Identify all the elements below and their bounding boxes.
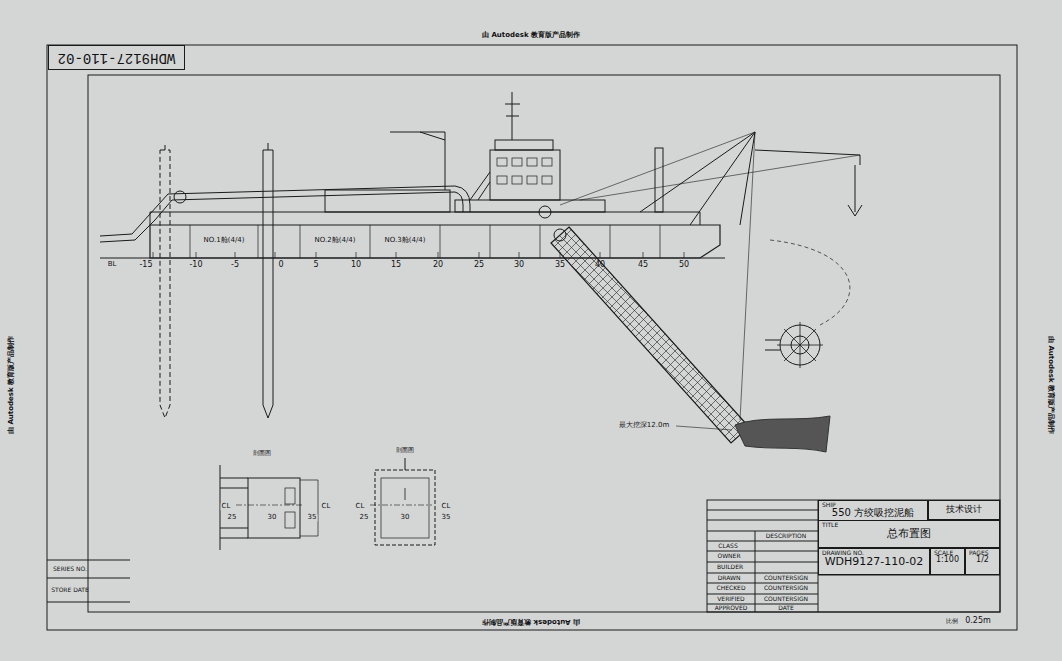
field-name: SERIES NO. <box>53 566 87 572</box>
watermark: 由 Autodesk 教育版产品制作 <box>8 336 15 434</box>
tank-label: NO.3舱(4/4) <box>384 237 427 244</box>
frame-number: 20 <box>433 261 443 269</box>
watermark: 由 Autodesk 教育版产品制作 <box>1046 336 1053 434</box>
field-name: VERIFIED <box>717 596 744 602</box>
centerline-mark: CL <box>322 503 331 510</box>
cell-text: 550 方绞吸挖泥船 <box>822 508 924 519</box>
field-name: DRAWN <box>718 575 741 581</box>
field-name: DATE <box>778 605 794 611</box>
depth-note: 最大挖深12.0m <box>619 422 669 429</box>
cell-text: WDH9127-110-02 <box>822 556 926 568</box>
scale-note: 0.25m <box>965 617 991 625</box>
frame-number: 10 <box>351 261 361 269</box>
frame-number: 45 <box>638 261 648 269</box>
frame-number: 30 <box>514 261 524 269</box>
cell-text: 总布置图 <box>822 528 996 540</box>
frame-number: 25 <box>360 514 369 521</box>
drawing-number-box: WDH9127-110-02 <box>48 45 185 70</box>
field-name: BUILDER <box>717 564 743 570</box>
field-name: STORE DATE <box>51 587 89 593</box>
baseline-mark: BL <box>108 261 117 268</box>
field-name: COUNTERSIGN <box>764 575 808 581</box>
frame-number: 30 <box>400 514 411 521</box>
cell-text: WDH9127-110-02 <box>58 50 176 65</box>
field-name: DESCRIPTION <box>766 533 807 539</box>
title-block-cell: PAGES1/2 <box>965 548 1000 575</box>
title-block-cell: 技术设计 <box>928 500 1000 520</box>
tank-label: NO.2舱(4/4) <box>314 237 357 244</box>
frame-number: 25 <box>474 261 484 269</box>
section-title: 剖面图 <box>396 447 414 453</box>
field-name: COUNTERSIGN <box>764 596 808 602</box>
frame-number: 0 <box>278 261 283 269</box>
cell-text: 技术设计 <box>946 505 982 514</box>
frame-number: 30 <box>267 514 278 521</box>
frame-number: 5 <box>313 261 318 269</box>
scale-note: 比例 <box>946 618 958 624</box>
frame-number: -15 <box>139 261 152 269</box>
title-block-cell: SHIP550 方绞吸挖泥船 <box>818 500 928 521</box>
frame-number: 40 <box>595 261 605 269</box>
centerline-mark: CL <box>442 503 451 510</box>
frame-number: 35 <box>555 261 565 269</box>
frame-number: 35 <box>307 514 318 521</box>
frame-number: 15 <box>391 261 401 269</box>
field-name: CHECKED <box>716 585 745 591</box>
title-block-cell: DRAWING NO.WDH9127-110-02 <box>818 548 930 575</box>
frame-number: 25 <box>227 514 238 521</box>
frame-number: -10 <box>189 261 202 269</box>
centerline-mark: CL <box>356 503 365 510</box>
centerline-mark: CL <box>221 503 232 510</box>
frame-number: 35 <box>442 514 451 521</box>
field-name: COUNTERSIGN <box>764 585 808 591</box>
cell-text: 1:100 <box>934 556 961 564</box>
section-title: 剖面图 <box>253 450 271 456</box>
watermark: 由 Autodesk 教育版产品制作 <box>482 32 580 39</box>
title-block-cell: SCALE1:100 <box>930 548 965 575</box>
frame-number: -5 <box>231 261 239 269</box>
frame-number: 50 <box>679 261 689 269</box>
field-name: APPROVED <box>715 605 748 611</box>
field-name: OWNER <box>717 553 740 559</box>
cell-text: 1/2 <box>969 556 996 564</box>
field-name: CLASS <box>718 543 737 549</box>
watermark: 由 Autodesk 教育版产品制作 <box>482 617 580 624</box>
title-block-cell: TITLE总布置图 <box>818 520 1000 548</box>
tank-label: NO.1舱(4/4) <box>203 237 246 244</box>
